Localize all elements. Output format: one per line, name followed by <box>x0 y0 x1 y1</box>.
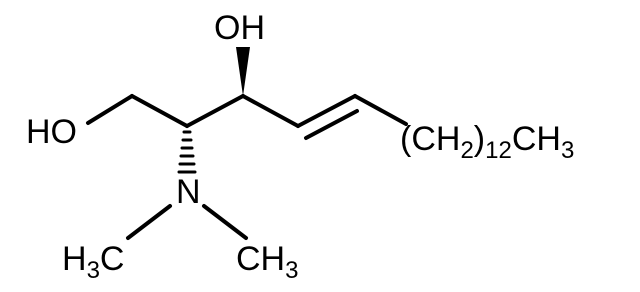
chain-sub-h: 2 <box>460 137 473 164</box>
methyl-left-h: H <box>62 240 87 278</box>
bond-ho-c1 <box>86 94 134 125</box>
chain-open: (CH <box>400 120 460 158</box>
hashed-bond-n <box>177 130 197 174</box>
bond-n-methyl-right <box>202 204 248 240</box>
alkyl-chain-label: (CH2)12CH3 <box>400 120 574 164</box>
methyl-left-label: H3C <box>62 240 124 284</box>
chain-sub-end: 3 <box>561 137 574 164</box>
bond-c4-c5-double <box>304 109 359 140</box>
methyl-right-ch: CH <box>236 240 285 278</box>
ho-left-label: HO <box>26 113 77 151</box>
bond-n-methyl-left <box>126 204 172 240</box>
methyl-right-label: CH3 <box>236 240 298 284</box>
bond-c5-chain <box>353 94 408 126</box>
chain-tail: CH <box>512 120 561 158</box>
chain-sub-n: 12 <box>485 137 512 164</box>
methyl-left-sub: 3 <box>87 257 100 284</box>
wedge-bond-oh <box>236 47 250 96</box>
chain-close: ) <box>474 120 485 158</box>
bond-c4-c5 <box>296 94 357 128</box>
bond-c2-c3 <box>185 94 245 128</box>
methyl-right-sub: 3 <box>285 257 298 284</box>
bond-c1-c2 <box>130 94 189 128</box>
nitrogen-label: N <box>176 173 201 211</box>
methyl-left-c: C <box>100 240 125 278</box>
bond-c3-c4 <box>241 94 300 128</box>
oh-top-label: OH <box>214 9 265 47</box>
